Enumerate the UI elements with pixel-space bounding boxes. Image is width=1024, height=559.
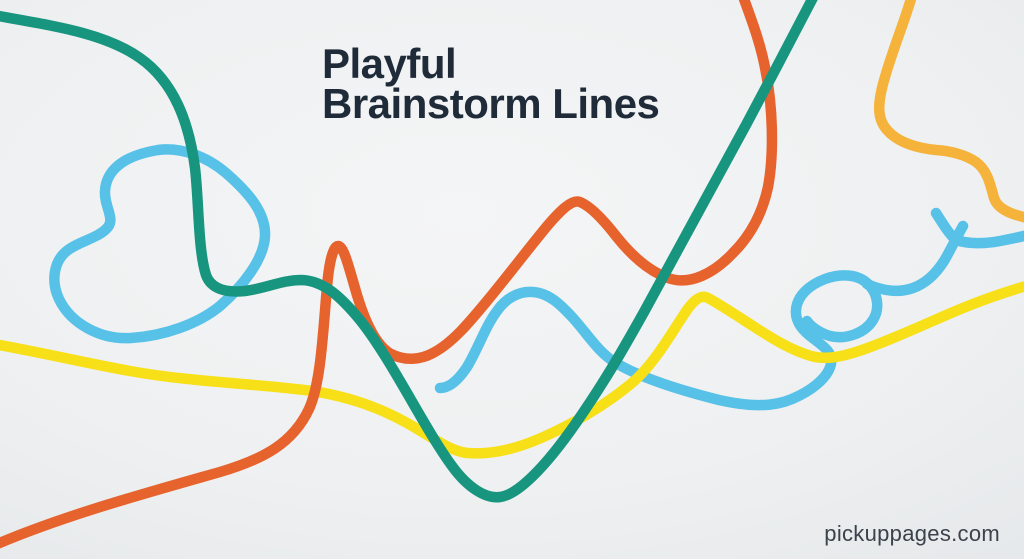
watermark: pickuppages.com (824, 521, 1000, 546)
page-title: Playful Brainstorm Lines (322, 40, 660, 127)
blue-squiggle-line (434, 270, 883, 411)
yellow-wave-line (0, 281, 1024, 459)
page-title-line1: Playful (322, 40, 457, 87)
teal-wave-line (0, 0, 818, 503)
page-title-line2: Brainstorm Lines (322, 80, 660, 127)
amber-squiggle-line (873, 0, 1024, 223)
blue-stub-line (930, 207, 1024, 249)
blue-blob-line (49, 144, 271, 344)
orange-wave-line (0, 0, 778, 549)
